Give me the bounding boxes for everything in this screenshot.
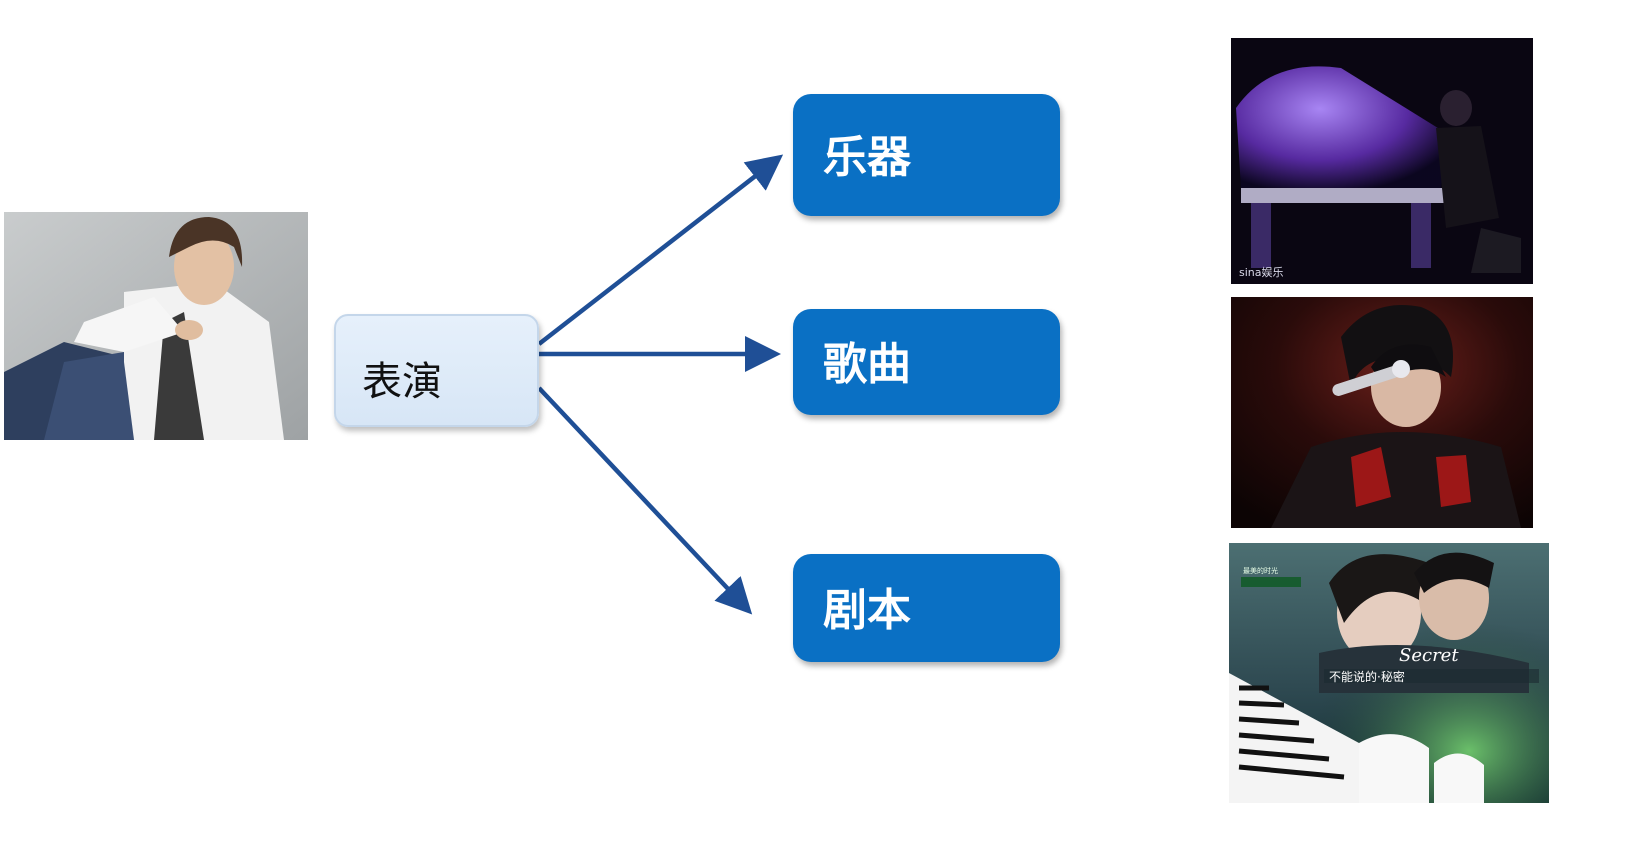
target-node-song: 歌曲 [793, 309, 1060, 415]
poster-script-title: Secret [1399, 645, 1459, 666]
poster-tagline: 最美的时光 [1243, 566, 1278, 575]
target-node-script: 剧本 [793, 554, 1060, 662]
source-node-performance: 表演 [334, 314, 539, 427]
singer-with-microphone-photo [1231, 297, 1533, 528]
target-node-instrument: 乐器 [793, 94, 1060, 216]
arrow-to-script [537, 386, 753, 615]
arrow-to-instrument [537, 154, 784, 346]
target-node-label: 乐器 [823, 132, 911, 183]
target-node-label: 剧本 [823, 585, 911, 636]
source-node-label: 表演 [362, 358, 442, 405]
poster-title: 不能说的·秘密 [1329, 669, 1405, 684]
sina-logo: sina娱乐 [1239, 265, 1284, 279]
piano-performance-photo: sina娱乐 [1231, 38, 1533, 284]
target-node-label: 歌曲 [823, 339, 911, 390]
portrait-photo [4, 212, 308, 440]
movie-poster: Secret 不能说的·秘密 最美的时光 [1229, 543, 1549, 803]
